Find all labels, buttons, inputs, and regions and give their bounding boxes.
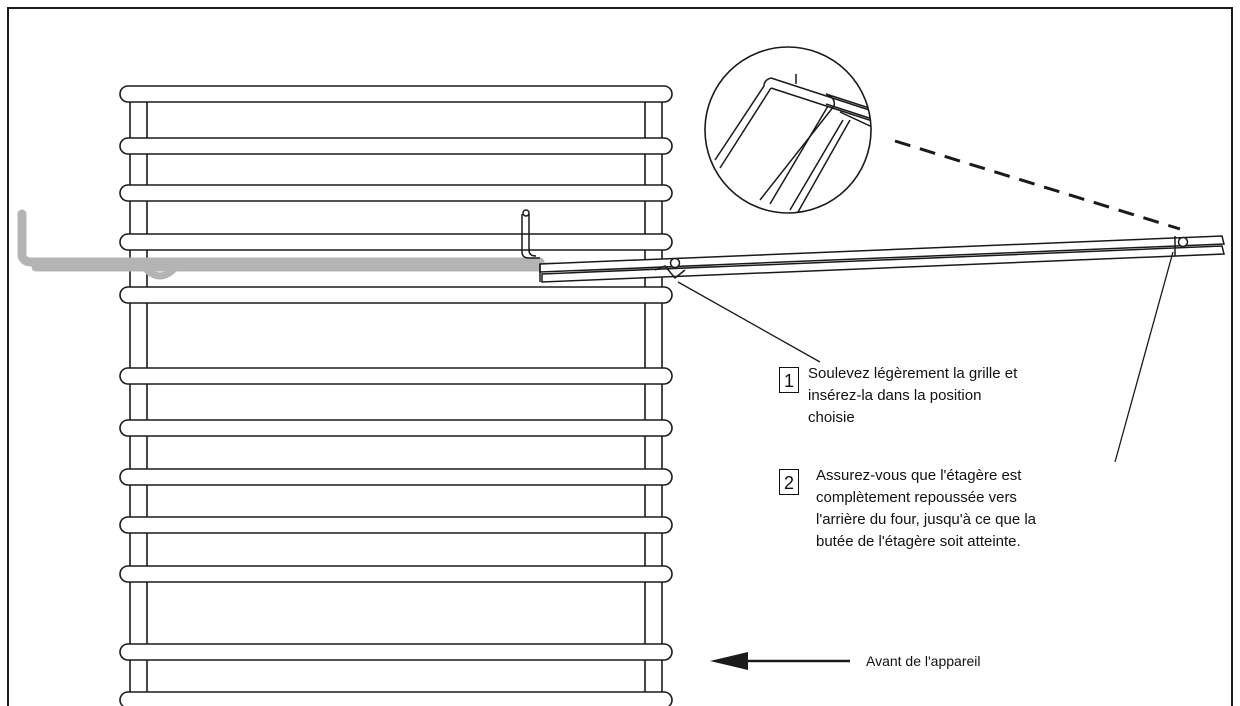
step-2-number-box: 2 <box>779 469 799 495</box>
step-2-line-4: butée de l'étagère soit atteinte. <box>816 533 1021 550</box>
oven-side-rails <box>129 92 663 706</box>
step-2-line-2: complètement repoussée vers <box>816 489 1017 506</box>
rack-being-inserted <box>521 209 1225 283</box>
support-rung-7 <box>119 419 673 437</box>
detail-dashed-line <box>894 139 1181 231</box>
support-rung-11 <box>119 643 673 661</box>
rack-support-rungs <box>119 85 673 706</box>
step-2-line-1: Assurez-vous que l'étagère est <box>816 467 1022 484</box>
support-rung-8 <box>119 468 673 486</box>
support-rung-10 <box>119 565 673 583</box>
support-rung-2 <box>119 137 673 155</box>
step-1-number-box: 1 <box>779 367 799 393</box>
step-1-line-1: Soulevez légèrement la grille et <box>808 365 1018 382</box>
support-rung-4 <box>119 233 673 251</box>
left-arrow-icon <box>710 652 850 670</box>
step-1-line-2: insérez-la dans la position <box>808 387 982 404</box>
step-1-line-3: choisie <box>808 409 855 426</box>
support-rung-3 <box>119 184 673 202</box>
magnifier-detail-icon <box>704 46 872 214</box>
leader-lines <box>677 251 1174 463</box>
support-rung-6 <box>119 367 673 385</box>
step-2-text: Assurez-vous que l'étagère est complètem… <box>816 465 1036 553</box>
support-rung-5 <box>119 286 673 304</box>
step-2-line-3: l'arrière du four, jusqu'à ce que la <box>816 511 1037 528</box>
support-rung-1 <box>119 85 673 103</box>
step-1-text: Soulevez légèrement la grille et insérez… <box>808 363 1017 429</box>
support-rung-12 <box>119 691 673 706</box>
front-of-appliance-label: Avant de l'appareil <box>866 653 981 669</box>
diagram-frame <box>7 7 1233 706</box>
support-rung-9 <box>119 516 673 534</box>
